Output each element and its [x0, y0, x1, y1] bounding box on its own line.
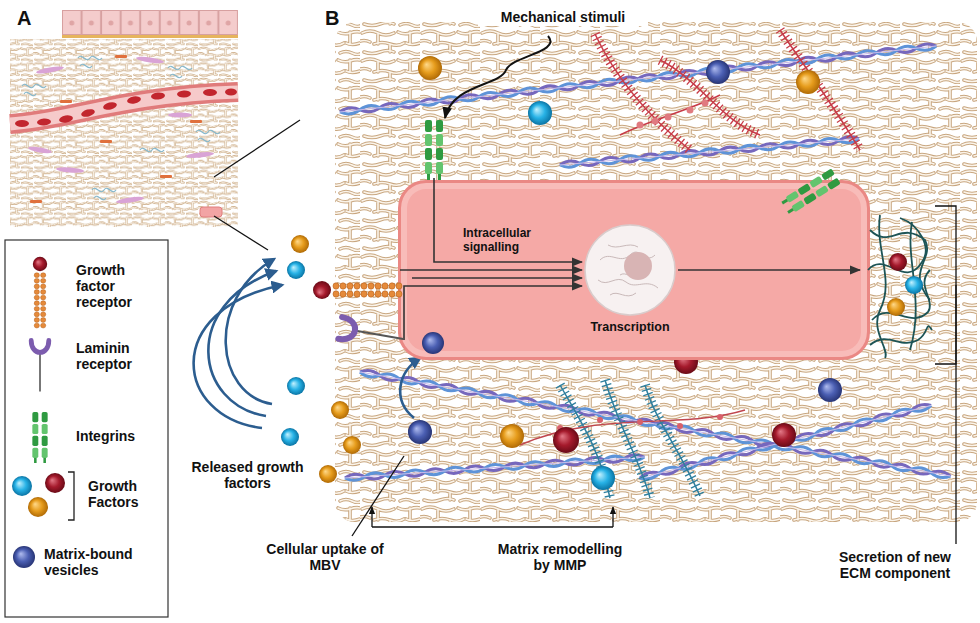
annotation-label: B: [325, 7, 343, 30]
legend-text: Growth factor receptor: [76, 262, 148, 310]
node-text-holder: Intracellular signalling: [463, 227, 551, 255]
legend-text-holder: Growth Factors: [88, 478, 162, 510]
node-text: Intracellular signalling: [463, 227, 551, 255]
node-text-holder: Transcription: [580, 320, 680, 334]
annotation-label-holder: Cellular uptake of MBV: [255, 540, 395, 574]
annotation-label: Cellular uptake of MBV: [258, 541, 392, 573]
annotation-label: Mechanical stimuli: [481, 9, 645, 25]
annotation-label-holder: Mechanical stimuli: [478, 8, 648, 26]
legend-text-holder: Growth factor receptor: [76, 262, 148, 310]
legend-text-holder: Integrins: [76, 428, 148, 444]
annotation-label-holder: Released growth factors: [185, 458, 310, 492]
nucleus: Transcription: [580, 220, 680, 336]
annotation-label-holder: B: [322, 6, 346, 31]
annotation-label: Released growth factors: [188, 459, 307, 491]
legend-text: Laminin receptor: [76, 340, 148, 372]
annotation-label-holder: Matrix remodelling by MMP: [491, 540, 629, 574]
annotation-label: A: [17, 7, 35, 30]
annotation-label-holder: Secretion of new ECM component: [825, 548, 965, 582]
nucleus-shape: [580, 220, 680, 320]
node-text: Transcription: [580, 320, 680, 334]
legend-text-holder: Laminin receptor: [76, 340, 148, 372]
legend-text: Integrins: [76, 428, 148, 444]
annotation-label: Matrix remodelling by MMP: [494, 541, 626, 573]
annotation-label-holder: A: [14, 6, 38, 31]
legend-text: Growth Factors: [88, 478, 162, 510]
annotation-label: Secretion of new ECM component: [828, 549, 962, 581]
legend-text: Matrix-bound vesicles: [44, 546, 162, 578]
legend-text-holder: Matrix-bound vesicles: [44, 546, 162, 578]
